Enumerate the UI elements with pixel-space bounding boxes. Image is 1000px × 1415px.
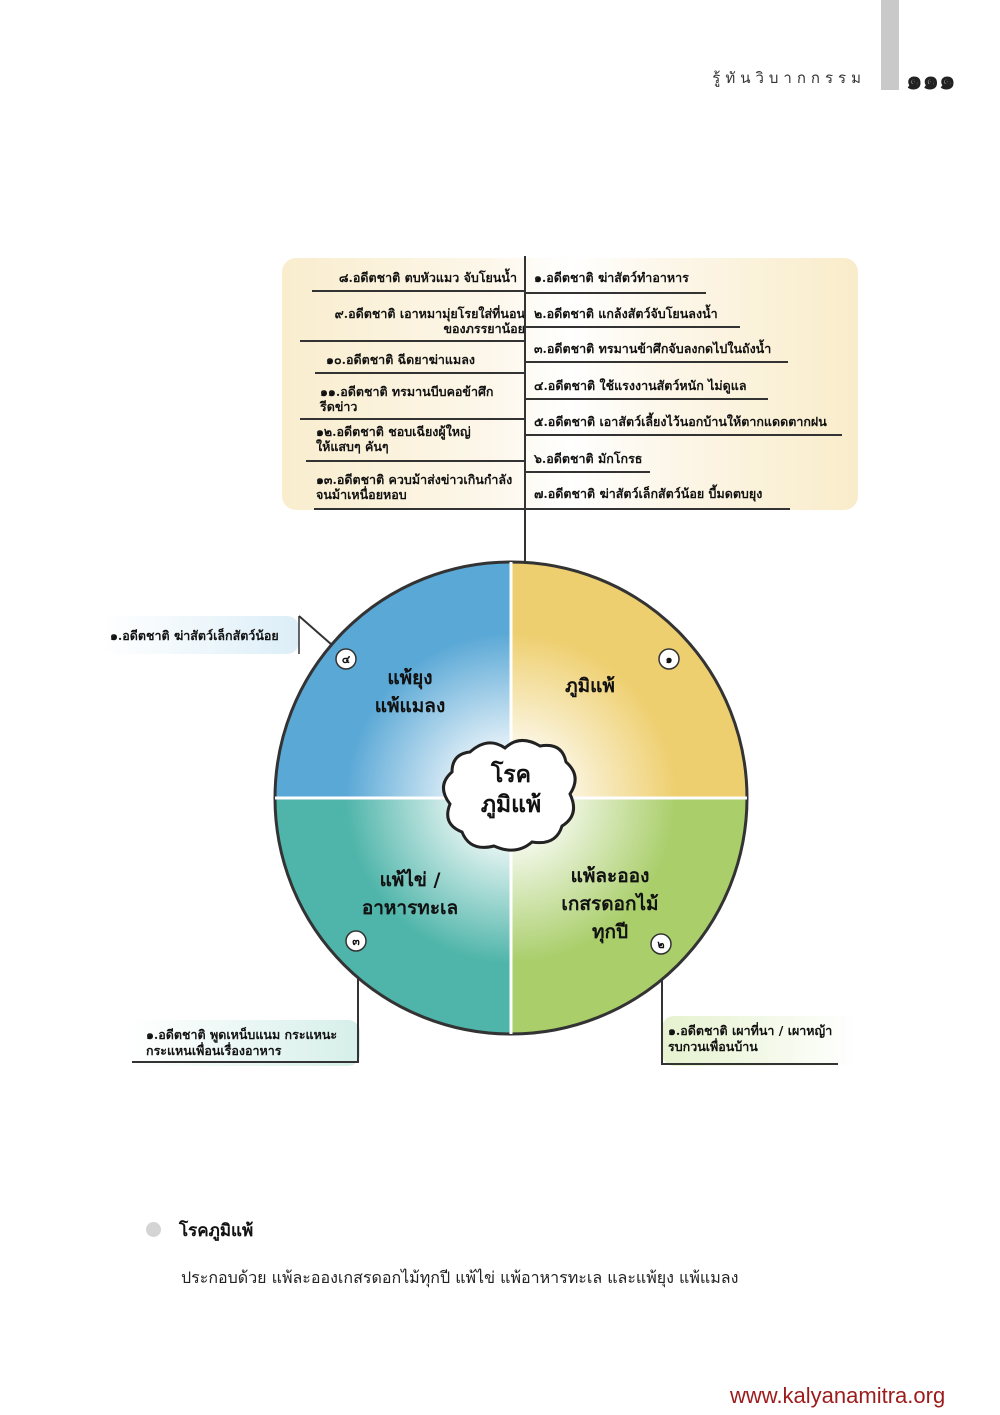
header-divider-bar [881, 0, 899, 90]
quadrant-1 [511, 562, 747, 798]
cause-item: ๙.อดีตชาติ เอาหมามุ่ยโรยใส่ที่นอน ของภรร… [334, 306, 525, 336]
cause-underline [300, 418, 524, 420]
quadrant-2 [511, 798, 747, 1034]
cause-underline [526, 292, 706, 294]
cause-item: ๑๓.อดีตชาติ ควบม้าส่งข่าวเกินกำลัง จนม้า… [316, 472, 513, 502]
cause-underline [526, 326, 740, 328]
cause-underline [526, 471, 650, 473]
cause-underline [306, 460, 524, 462]
cause-item: ๕.อดีตชาติ เอาสัตว์เลี้ยงไว้นอกบ้านให้ตา… [534, 414, 827, 429]
badge-number-q1: ๑ [665, 653, 673, 666]
top-causes-box [282, 258, 858, 510]
cause-item: ๖.อดีตชาติ มักโกรธ [534, 451, 643, 466]
footer-url: www.kalyanamitra.org [730, 1383, 946, 1408]
quadrant-label-4: แพ้ยุง แพ้แมลง [374, 667, 446, 717]
quadrant-label-1: ภูมิแพ้ [565, 675, 615, 697]
quadrant-label-2: แพ้ละออง เกสรดอกไม้ ทุกปี [561, 865, 659, 943]
side-cause-box-q2 [662, 1016, 858, 1066]
bullet-icon [146, 1222, 161, 1237]
cause-item: ๑๒.อดีตชาติ ชอบเฉียงผู้ใหญ่ ให้แสบๆ คันๆ [316, 424, 471, 454]
cause-item: ๑๐.อดีตชาติ ฉีดยาฆ่าแมลง [326, 352, 475, 367]
section-body: ประกอบด้วย แพ้ละอองเกสรดอกไม้ทุกปี แพ้ไข… [181, 1268, 739, 1287]
cause-item: ๗.อดีตชาติ ฆ่าสัตว์เล็กสัตว์น้อย บี้มดตบ… [534, 486, 763, 501]
cause-item: ๒.อดีตชาติ แกล้งสัตว์จับโยนลงน้ำ [534, 306, 718, 321]
badge-q4 [335, 648, 357, 670]
cause-underline [526, 508, 790, 510]
cause-item: ๑.อดีตชาติ ฆ่าสัตว์ทำอาหาร [534, 270, 689, 285]
side-cause-q4: ๑.อดีตชาติ ฆ่าสัตว์เล็กสัตว์น้อย [110, 628, 279, 643]
badge-number-q3: ๓ [352, 935, 360, 948]
badge-q1 [658, 648, 680, 670]
badge-q3 [345, 930, 367, 952]
quadrant-3 [275, 798, 511, 1034]
cause-underline [314, 508, 524, 510]
cause-underline [526, 361, 788, 363]
cause-item: ๔.อดีตชาติ ใช้แรงงานสัตว์หนัก ไม่ดูแล [534, 378, 747, 393]
badge-number-q2: ๒ [657, 938, 665, 951]
center-cloud [442, 739, 577, 852]
cause-underline [312, 290, 524, 292]
center-spine-line [524, 256, 526, 568]
section-title: โรคภูมิแพ้ [179, 1221, 254, 1241]
cause-item: ๓.อดีตชาติ ทรมานข้าศึกจับลงกดไปในถังน้ำ [534, 341, 772, 356]
running-header-title: รู้ทันวิบากกรรม [712, 69, 866, 87]
side-cause-box-q3 [130, 1020, 360, 1066]
cause-underline [526, 434, 842, 436]
center-label: โรค ภูมิแพ้ [480, 761, 542, 818]
cause-underline [526, 398, 768, 400]
connector-q3 [132, 968, 359, 1063]
quadrant-label-3: แพ้ไข่ / อาหารทะเล [361, 869, 459, 919]
cause-item: ๑๑.อดีตชาติ ทรมานบีบคอข้าศึก รีดข่าว [320, 384, 494, 414]
page-number: ๑๑๑ [906, 66, 956, 96]
connector-q2 [661, 966, 838, 1065]
side-cause-q3: ๑.อดีตชาติ พูดเหน็บแนม กระแหนะ กระแหนเพื… [146, 1027, 338, 1058]
side-cause-q2: ๑.อดีตชาติ เผาที่นา / เผาหญ้า รบกวนเพื่อ… [668, 1023, 833, 1054]
cause-underline [300, 340, 524, 342]
quadrant-4 [275, 562, 511, 798]
cause-item: ๘.อดีตชาติ ตบหัวแมว จับโยนน้ำ [338, 270, 517, 285]
cause-underline [315, 372, 524, 374]
badge-q2 [650, 933, 672, 955]
side-cause-box-q4 [103, 616, 299, 654]
badge-number-q4: ๔ [341, 653, 351, 666]
